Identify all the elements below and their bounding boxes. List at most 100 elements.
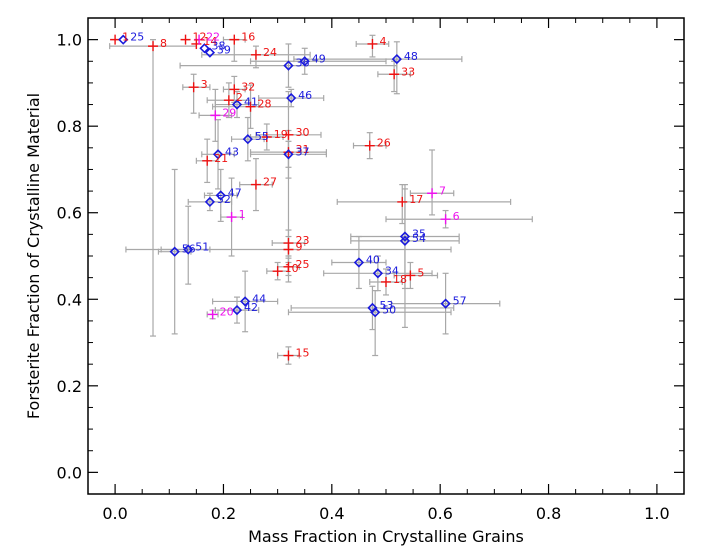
data-point-plus — [223, 95, 234, 106]
point-label: 53 — [379, 299, 393, 312]
point-label: 24 — [263, 46, 277, 59]
point-label: 23 — [295, 234, 309, 247]
data-point-plus — [245, 101, 256, 112]
point-label: 3 — [201, 78, 208, 91]
data-point-plus — [283, 129, 294, 140]
data-point-diamond — [391, 53, 402, 65]
point-label: 39 — [217, 44, 231, 57]
data-point-plus — [250, 49, 261, 60]
point-label: 10 — [285, 262, 299, 275]
point-label: 33 — [401, 65, 415, 78]
point-label: 9 — [295, 241, 302, 254]
x-tick-label: 0.2 — [211, 504, 236, 523]
point-label: 1 — [239, 208, 246, 221]
errorbar-layer — [109, 34, 533, 365]
point-label: 5 — [417, 266, 424, 279]
x-tick-label: 0.0 — [102, 504, 127, 523]
data-point-plus — [188, 82, 199, 93]
data-point-diamond — [372, 268, 384, 279]
point-label: 16 — [241, 31, 255, 44]
data-point-plus — [427, 188, 438, 199]
data-point-diamond — [367, 302, 378, 314]
data-point-diamond — [353, 257, 365, 268]
point-label: 22 — [206, 31, 220, 44]
data-point-plus — [272, 266, 283, 277]
data-point-diamond — [231, 304, 243, 316]
x-tick-label: 0.8 — [536, 504, 561, 523]
point-label: 25 — [130, 31, 144, 44]
data-point-plus — [283, 147, 294, 158]
point-label: 42 — [244, 301, 258, 314]
point-label: 55 — [255, 130, 269, 143]
point-label: 12 — [193, 31, 207, 44]
point-label: 15 — [295, 347, 309, 360]
data-point-diamond — [299, 56, 310, 67]
point-label: 30 — [295, 126, 309, 139]
y-tick-label: 1.0 — [57, 31, 82, 50]
axis-ticks — [88, 18, 684, 494]
point-label: 25 — [295, 258, 309, 271]
y-tick-label: 0.2 — [57, 377, 82, 396]
data-point-plus — [283, 238, 294, 249]
data-point-plus — [283, 261, 294, 272]
point-label: 36 — [295, 57, 309, 70]
y-tick-labels: 0.00.20.40.60.81.0 — [57, 31, 82, 483]
data-point-diamond — [212, 149, 224, 160]
point-label: 21 — [214, 152, 228, 165]
data-point-diamond — [215, 190, 226, 201]
data-point-plus — [194, 34, 205, 45]
point-label: 17 — [409, 193, 423, 206]
data-point-diamond — [440, 298, 451, 309]
point-label: 40 — [366, 253, 380, 266]
data-point-diamond — [231, 99, 243, 110]
point-label: 37 — [295, 145, 309, 158]
point-label: 38 — [211, 39, 225, 52]
point-label: 27 — [263, 176, 277, 189]
point-label: 4 — [379, 35, 386, 48]
point-label: 35 — [412, 228, 426, 241]
point-label: 6 — [453, 210, 460, 223]
point-label: 20 — [220, 305, 234, 318]
x-axis-title: Mass Fraction in Crystalline Grains — [248, 527, 524, 546]
point-label: 46 — [298, 89, 312, 102]
point-label: 50 — [382, 303, 396, 316]
point-label: 19 — [274, 128, 288, 141]
data-point-diamond — [204, 196, 216, 208]
data-point-plus — [226, 212, 237, 223]
point-label: 48 — [404, 50, 418, 63]
point-label: 44 — [252, 292, 266, 305]
point-label: 57 — [453, 295, 467, 308]
y-tick-label: 0.8 — [57, 117, 82, 136]
point-label: 47 — [228, 186, 242, 199]
marker-layer — [110, 34, 451, 361]
point-label: 28 — [258, 98, 272, 111]
point-label: 8 — [160, 37, 167, 50]
point-label: 32 — [241, 80, 255, 93]
point-label: 2 — [236, 91, 243, 104]
data-point-diamond — [283, 149, 294, 160]
data-point-plus — [261, 132, 272, 142]
data-point-diamond — [242, 134, 253, 145]
data-point-plus — [367, 38, 378, 49]
data-point-diamond — [169, 246, 180, 257]
data-point-plus — [283, 350, 294, 361]
data-point-diamond — [204, 47, 216, 58]
x-tick-label: 0.6 — [427, 504, 452, 523]
y-axis-title: Forsterite Fraction of Crystalline Mater… — [24, 93, 43, 419]
data-point-plus — [397, 196, 408, 207]
y-tick-label: 0.4 — [57, 290, 82, 309]
data-point-diamond — [399, 231, 411, 242]
data-point-diamond — [199, 43, 210, 54]
point-label: 29 — [222, 106, 236, 119]
y-tick-label: 0.6 — [57, 204, 82, 223]
point-label: 52 — [217, 193, 231, 206]
point-label: 34 — [385, 264, 399, 277]
x-tick-label: 1.0 — [644, 504, 669, 523]
data-point-plus — [180, 34, 191, 45]
data-point-plus — [210, 110, 221, 121]
data-point-plus — [405, 270, 416, 281]
data-point-diamond — [283, 60, 294, 71]
point-label: 14 — [203, 35, 217, 48]
point-label: 51 — [195, 241, 209, 254]
